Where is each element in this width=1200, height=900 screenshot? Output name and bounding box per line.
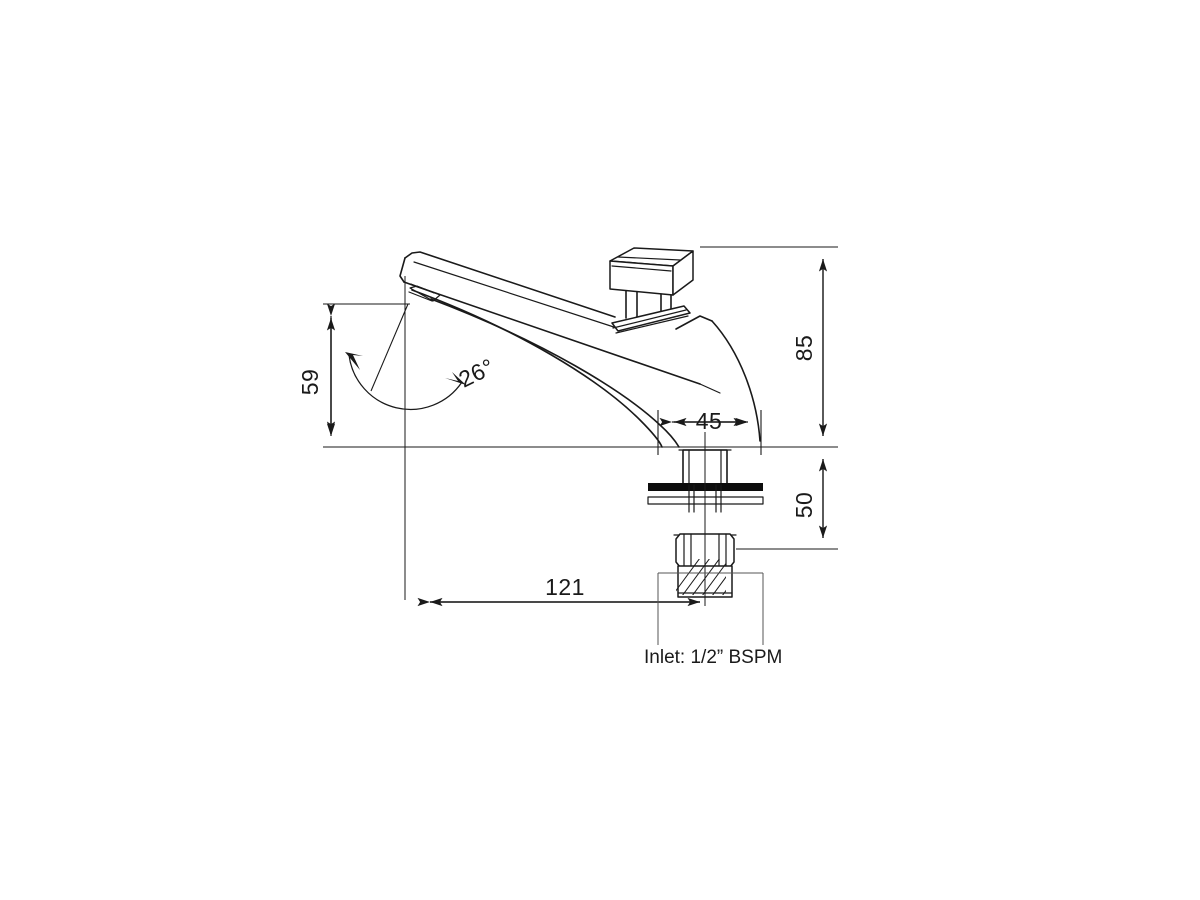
dimension-26deg-spout-angle: 26° [345,303,498,411]
spout-curve [411,289,680,448]
angle-arrow-left [345,352,363,370]
dimension-label-45: 45 [696,408,723,434]
faucet-body [675,315,761,442]
dimension-121-reach: 121 [417,574,700,607]
push-button-handle [609,247,694,334]
dimension-label-50: 50 [791,492,817,519]
dimension-label-121: 121 [545,574,585,600]
inlet-note-group: Inlet: 1/2” BSPM [644,572,782,668]
thread-hatching [676,559,726,595]
shank-through-deck [688,484,722,513]
dimension-label-85: 85 [791,335,817,362]
dimension-50-below-deck: 50 [736,459,838,550]
angle-arrow-right [445,372,466,385]
faucet-body-geometry [399,247,764,598]
dimension-59-spout-height: 59 [297,303,410,436]
dimension-85-body-height: 85 [700,246,838,436]
dimension-label-59: 59 [297,369,323,396]
centre-lines [404,276,706,606]
spout-arm [399,251,701,385]
dimension-label-26deg: 26° [454,353,498,392]
dimension-45-body-width: 45 [657,408,762,455]
inlet-note-label: Inlet: 1/2” BSPM [644,647,782,668]
